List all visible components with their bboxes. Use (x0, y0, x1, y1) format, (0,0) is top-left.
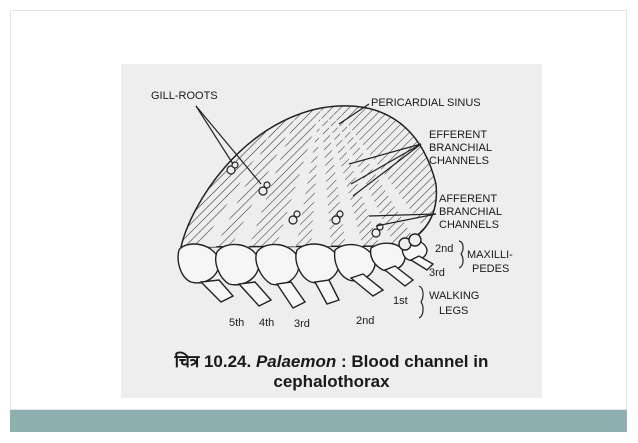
diagram-figure: GILL-ROOTS PERICARDIAL SINUS EFFERENT BR… (121, 64, 542, 398)
label-gill-roots: GILL-ROOTS (151, 90, 218, 102)
label-afferent-2: BRANCHIAL (439, 206, 502, 218)
label-leg-3rd-lower: 3rd (294, 318, 310, 330)
label-afferent-1: AFFERENT (439, 193, 497, 205)
label-walking-2: LEGS (439, 305, 468, 317)
label-leg-2nd-upper: 2nd (435, 243, 453, 255)
caption-prefix: चित्र 10.24. (174, 352, 252, 371)
label-efferent-1: EFFERENT (429, 129, 487, 141)
pointer-lines (195, 103, 464, 319)
label-pericardial-sinus: PERICARDIAL SINUS (371, 97, 481, 109)
label-maxilli-2: PEDES (472, 263, 509, 275)
footer-bar (10, 410, 627, 432)
label-leg-4th: 4th (259, 317, 274, 329)
palaemon-diagram: GILL-ROOTS PERICARDIAL SINUS EFFERENT BR… (151, 90, 513, 330)
leg-segments (177, 233, 435, 309)
label-maxilli-1: MAXILLI- (467, 249, 513, 261)
label-walking-1: WALKING (429, 290, 479, 302)
figure-caption-line1: चित्र 10.24. Palaemon : Blood channel in (121, 349, 542, 372)
label-efferent-3: CHANNELS (429, 155, 489, 167)
label-efferent-2: BRANCHIAL (429, 142, 492, 154)
label-afferent-3: CHANNELS (439, 219, 499, 231)
carapace-shape (180, 105, 438, 248)
caption-genus: Palaemon (255, 352, 337, 371)
label-leg-1st: 1st (393, 295, 408, 307)
label-leg-3rd-upper: 3rd (429, 267, 445, 279)
label-leg-2nd-lower: 2nd (356, 315, 374, 327)
label-leg-5th: 5th (229, 317, 244, 329)
caption-rest: : Blood channel in (341, 352, 489, 371)
figure-caption-line2: cephalothorax (273, 372, 390, 391)
